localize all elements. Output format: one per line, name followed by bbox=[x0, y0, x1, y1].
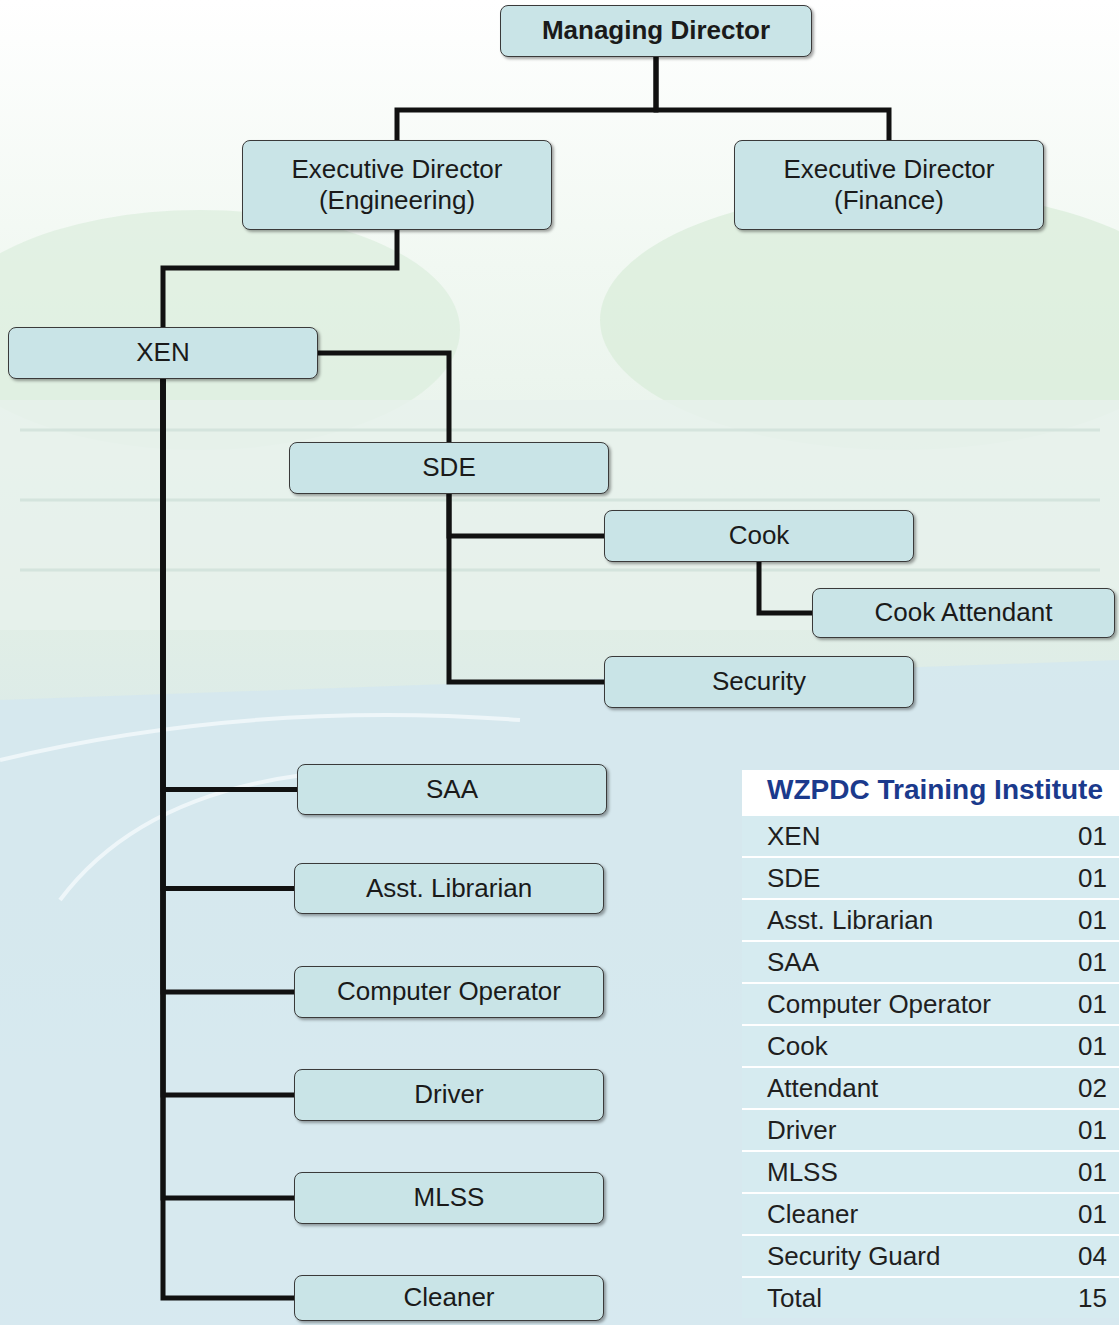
table-cell: 01 bbox=[1078, 947, 1107, 978]
table-row: Asst. Librarian 01 bbox=[742, 898, 1119, 940]
table-row: Security Guard 04 bbox=[742, 1234, 1119, 1276]
table-row: Computer Operator 01 bbox=[742, 982, 1119, 1024]
table-cell: 01 bbox=[1078, 989, 1107, 1020]
table-cell: 04 bbox=[1078, 1241, 1107, 1272]
table-row: Driver 01 bbox=[742, 1108, 1119, 1150]
org-connector bbox=[656, 57, 889, 140]
table-cell: Security Guard bbox=[767, 1241, 940, 1272]
org-box: Executive Director (Finance) bbox=[734, 140, 1044, 230]
org-box: Security bbox=[604, 656, 914, 708]
table-row: SAA 01 bbox=[742, 940, 1119, 982]
org-box: Managing Director bbox=[500, 5, 812, 57]
org-connector bbox=[163, 379, 294, 992]
box-label: MLSS bbox=[414, 1182, 485, 1213]
org-connector bbox=[163, 379, 294, 889]
table-cell: 01 bbox=[1078, 1115, 1107, 1146]
box-label: Cook bbox=[729, 520, 790, 551]
org-box: Driver bbox=[294, 1069, 604, 1121]
org-connector bbox=[397, 57, 656, 140]
table-cell: 01 bbox=[1078, 905, 1107, 936]
table-row: MLSS 01 bbox=[742, 1150, 1119, 1192]
org-box: Cook bbox=[604, 510, 914, 562]
org-connector bbox=[449, 494, 604, 682]
table-row: SDE 01 bbox=[742, 856, 1119, 898]
box-label: Cleaner bbox=[403, 1282, 494, 1313]
table-cell: 01 bbox=[1078, 1031, 1107, 1062]
org-connector bbox=[163, 379, 294, 1095]
table-cell: 01 bbox=[1078, 1157, 1107, 1188]
org-box: Asst. Librarian bbox=[294, 863, 604, 914]
org-box: SAA bbox=[297, 764, 607, 815]
table-row: XEN 01 bbox=[742, 814, 1119, 856]
org-box: SDE bbox=[289, 442, 609, 494]
table-cell: MLSS bbox=[767, 1157, 838, 1188]
org-connector bbox=[163, 379, 294, 1198]
table-cell: Cleaner bbox=[767, 1199, 858, 1230]
org-box: XEN bbox=[8, 327, 318, 379]
table-cell: XEN bbox=[767, 821, 820, 852]
org-connector bbox=[449, 494, 604, 536]
table-row: Cleaner 01 bbox=[742, 1192, 1119, 1234]
table-cell: Asst. Librarian bbox=[767, 905, 933, 936]
org-connector bbox=[759, 562, 812, 613]
table-cell: Cook bbox=[767, 1031, 828, 1062]
table-cell: Attendant bbox=[767, 1073, 878, 1104]
table-cell: 01 bbox=[1078, 863, 1107, 894]
table-cell: 02 bbox=[1078, 1073, 1107, 1104]
box-label: Driver bbox=[414, 1079, 483, 1110]
table-cell: 01 bbox=[1078, 821, 1107, 852]
table-row: Total 15 bbox=[742, 1276, 1119, 1318]
table-cell: 15 bbox=[1078, 1283, 1107, 1314]
table-cell: 01 bbox=[1078, 1199, 1107, 1230]
org-connector bbox=[163, 379, 297, 790]
box-label: Security bbox=[712, 666, 806, 697]
table-cell: SAA bbox=[767, 947, 819, 978]
table-cell: Computer Operator bbox=[767, 989, 991, 1020]
org-box: Executive Director (Engineering) bbox=[242, 140, 552, 230]
org-box: Cook Attendant bbox=[812, 588, 1115, 638]
box-label: Asst. Librarian bbox=[366, 873, 532, 904]
table-cell: Driver bbox=[767, 1115, 836, 1146]
org-connector bbox=[163, 230, 397, 327]
org-box: MLSS bbox=[294, 1172, 604, 1224]
table-cell: SDE bbox=[767, 863, 820, 894]
org-box: Cleaner bbox=[294, 1275, 604, 1321]
org-connector bbox=[318, 353, 449, 442]
box-label: SDE bbox=[422, 452, 475, 483]
org-box: Computer Operator bbox=[294, 966, 604, 1018]
box-label: Managing Director bbox=[542, 15, 770, 46]
box-label: SAA bbox=[426, 774, 478, 805]
table-row: Cook 01 bbox=[742, 1024, 1119, 1066]
court-marking bbox=[0, 715, 520, 760]
table-title: WZPDC Training Institute bbox=[742, 770, 1119, 814]
table-row: Attendant 02 bbox=[742, 1066, 1119, 1108]
box-label: XEN bbox=[136, 337, 189, 368]
staff-table: WZPDC Training InstituteXEN01SDE01Asst. … bbox=[742, 770, 1119, 1318]
building-windows bbox=[20, 430, 1100, 570]
box-label: Computer Operator bbox=[337, 976, 561, 1007]
table-cell: Total bbox=[767, 1283, 822, 1314]
box-label: Cook Attendant bbox=[875, 597, 1053, 628]
box-label: Executive Director (Finance) bbox=[745, 154, 1033, 216]
box-label: Executive Director (Engineering) bbox=[253, 154, 541, 216]
org-connector bbox=[163, 379, 294, 1298]
